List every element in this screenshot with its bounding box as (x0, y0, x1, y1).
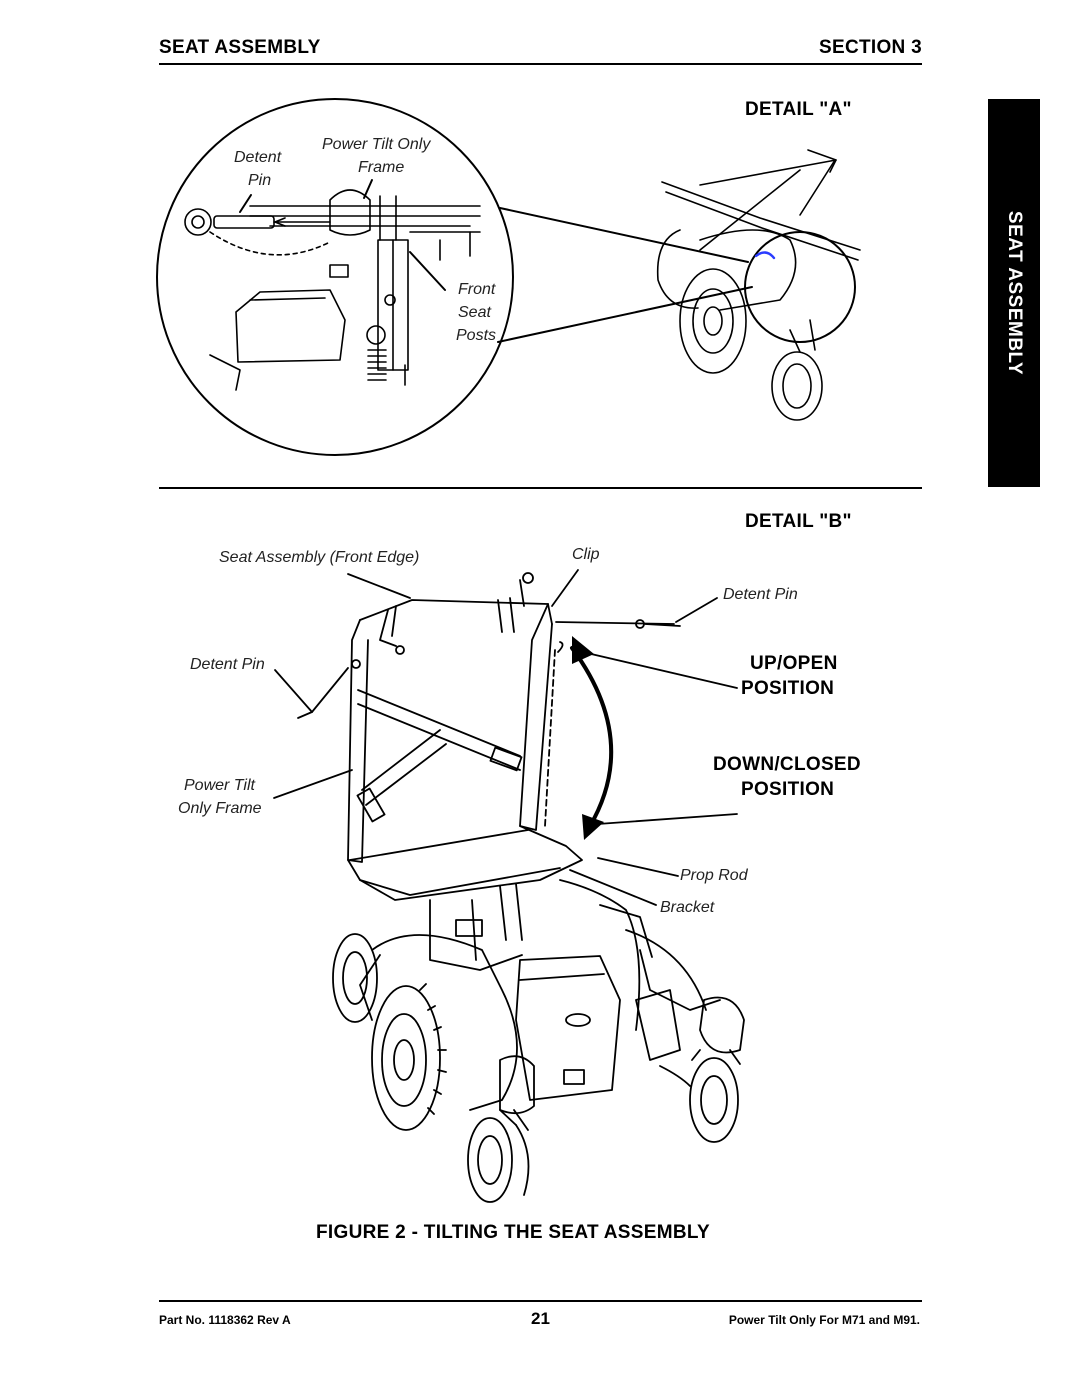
header-rule (159, 63, 922, 65)
detail-a-magnifier-circle (156, 98, 514, 456)
page-number: 21 (531, 1309, 550, 1328)
posts-label: Posts (456, 327, 497, 344)
clip-label: Clip (572, 546, 600, 563)
detent-label: Detent (234, 149, 282, 166)
header-section-title: SEAT ASSEMBLY (159, 37, 321, 58)
up-open-label: UP/OPEN (750, 653, 838, 674)
detail-b-title: DETAIL "B" (745, 511, 852, 532)
side-tab: SEAT ASSEMBLY (988, 99, 1040, 487)
footer-rule (159, 1300, 922, 1302)
seat-frame-top (359, 599, 553, 625)
footer-part-number: Part No. 1118362 Rev A (159, 1313, 291, 1327)
detail-a-title: DETAIL "A" (745, 99, 852, 120)
header-section-number: SECTION 3 (819, 37, 922, 58)
down-closed-position-label: POSITION (741, 779, 835, 800)
footer-product: Power Tilt Only For M71 and M91. (728, 1313, 920, 1327)
detent-pin-right-label: Detent Pin (723, 586, 798, 603)
pin-label: Pin (248, 172, 272, 189)
figure-caption: FIGURE 2 - TILTING THE SEAT ASSEMBLY (316, 1222, 710, 1243)
only-frame-label: Only Frame (178, 800, 262, 817)
power-tilt-only-label: Power Tilt Only (322, 136, 431, 153)
bracket-label: Bracket (660, 899, 715, 916)
frame-label: Frame (358, 159, 405, 176)
front-label: Front (458, 281, 496, 298)
up-open-position-label: POSITION (741, 678, 835, 699)
detail-a-source-circle (744, 231, 856, 343)
seat-assembly-front-edge-label: Seat Assembly (Front Edge) (219, 549, 420, 566)
prop-rod-label: Prop Rod (680, 867, 748, 884)
power-tilt-label: Power Tilt (184, 777, 255, 794)
seat-label: Seat (458, 304, 491, 321)
section-divider (159, 487, 922, 489)
detent-pin-left-label: Detent Pin (190, 656, 265, 673)
down-closed-label: DOWN/CLOSED (713, 754, 861, 775)
